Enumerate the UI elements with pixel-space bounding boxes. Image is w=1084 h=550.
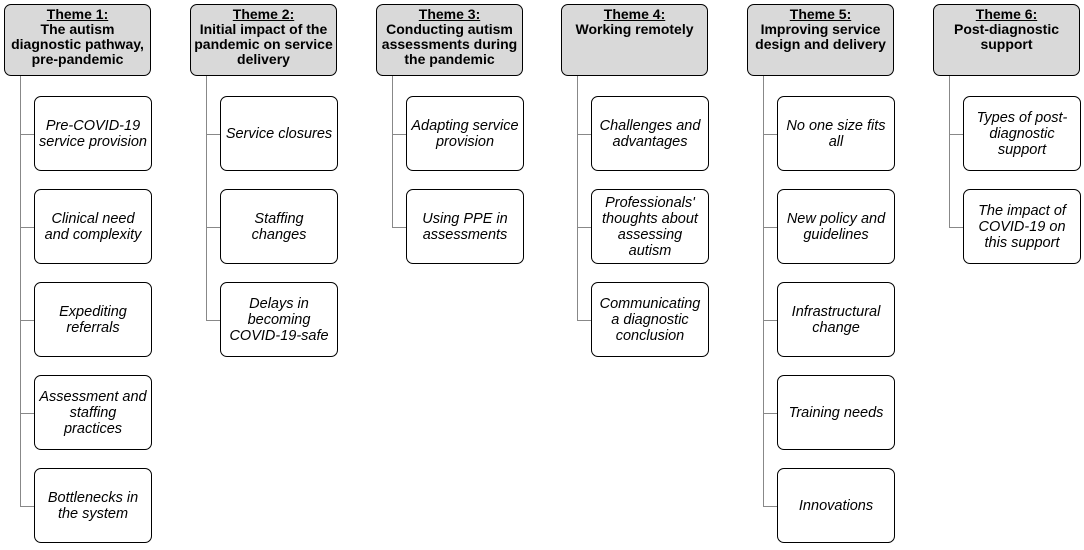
theme-3-number: Theme 3: (418, 6, 481, 22)
theme-6-number: Theme 6: (975, 6, 1038, 22)
theme-5-branch-line (763, 412, 777, 414)
theme-4-number: Theme 4: (603, 6, 666, 22)
theme-1-title: The autism diagnostic pathway, pre-pande… (11, 21, 144, 67)
theme-2-number: Theme 2: (232, 6, 295, 22)
theme-1-subtheme-box: Pre-COVID-19 service provision (34, 96, 152, 171)
theme-1-subtheme-box: Assessment and staffing practices (34, 375, 152, 450)
theme-5-subtheme-box: Innovations (777, 468, 895, 543)
theme-1-connector-line (20, 76, 21, 506)
theme-3-subtheme-label: Adapting service provision (411, 117, 519, 150)
theme-5-subtheme-label: Infrastructural change (791, 303, 881, 336)
theme-2-branch-line (206, 319, 220, 321)
theme-4-subtheme-label: Communicating a diagnostic conclusion (599, 295, 701, 344)
theme-1-subtheme-label: Expediting referrals (59, 303, 127, 336)
theme-6-subtheme-box: Types of post-diagnostic support (963, 96, 1081, 171)
theme-6-box: Theme 6:Post-diagnostic support (933, 4, 1080, 76)
theme-2-connector-line (206, 76, 207, 320)
theme-5-box: Theme 5:Improving service design and del… (747, 4, 894, 76)
theme-5-subtheme-label: Innovations (798, 497, 874, 514)
theme-1-subtheme-label: Clinical need and complexity (44, 210, 142, 243)
theme-4-subtheme-box: Challenges and advantages (591, 96, 709, 171)
theme-6-subtheme-label: The impact of COVID-19 on this support (978, 202, 1066, 251)
theme-5-branch-line (763, 505, 777, 507)
theme-3-branch-line (392, 226, 406, 228)
theme-6-title: Post-diagnostic support (953, 21, 1059, 52)
theme-5-subtheme-box: Training needs (777, 375, 895, 450)
theme-3-connector-line (392, 76, 393, 227)
theme-4-branch-line (577, 226, 591, 228)
theme-6-connector-line (949, 76, 950, 227)
theme-4-branch-line (577, 319, 591, 321)
theme-2-box: Theme 2:Initial impact of the pandemic o… (190, 4, 337, 76)
theme-2-subtheme-label: Delays in becoming COVID-19-safe (229, 295, 329, 344)
theme-5-subtheme-label: Training needs (788, 404, 884, 421)
theme-4-connector-line (577, 76, 578, 320)
theme-1-branch-line (20, 412, 34, 414)
theme-5-branch-line (763, 133, 777, 135)
theme-4-title: Working remotely (575, 21, 694, 37)
theme-2-title: Initial impact of the pandemic on servic… (194, 21, 333, 67)
theme-1-subtheme-box: Bottlenecks in the system (34, 468, 152, 543)
theme-4-box: Theme 4:Working remotely (561, 4, 708, 76)
theme-2-subtheme-box: Service closures (220, 96, 338, 171)
theme-1-branch-line (20, 226, 34, 228)
theme-5-title: Improving service design and delivery (755, 21, 886, 52)
theme-3-box: Theme 3:Conducting autism assessments du… (376, 4, 523, 76)
theme-4-subtheme-label: Challenges and advantages (599, 117, 701, 150)
theme-1-branch-line (20, 133, 34, 135)
theme-4-subtheme-label: Professionals' thoughts about assessing … (602, 194, 698, 259)
theme-6-branch-line (949, 226, 963, 228)
theme-5-subtheme-label: New policy and guidelines (786, 210, 886, 243)
theme-2-subtheme-label: Service closures (225, 125, 333, 142)
theme-1-subtheme-label: Bottlenecks in the system (47, 489, 139, 522)
theme-1-branch-line (20, 319, 34, 321)
theme-5-connector-line (763, 76, 764, 506)
theme-5-subtheme-label: No one size fits all (786, 117, 886, 150)
theme-5-subtheme-box: Infrastructural change (777, 282, 895, 357)
theme-1-number: Theme 1: (46, 6, 109, 22)
theme-3-subtheme-box: Adapting service provision (406, 96, 524, 171)
theme-4-subtheme-box: Professionals' thoughts about assessing … (591, 189, 709, 264)
theme-2-branch-line (206, 133, 220, 135)
theme-2-subtheme-box: Delays in becoming COVID-19-safe (220, 282, 338, 357)
theme-6-subtheme-label: Types of post-diagnostic support (976, 109, 1068, 158)
theme-4-branch-line (577, 133, 591, 135)
theme-1-subtheme-box: Clinical need and complexity (34, 189, 152, 264)
theme-3-branch-line (392, 133, 406, 135)
theme-5-number: Theme 5: (789, 6, 852, 22)
theme-3-subtheme-label: Using PPE in assessments (422, 210, 508, 243)
theme-1-branch-line (20, 505, 34, 507)
theme-1-subtheme-label: Assessment and staffing practices (39, 388, 147, 437)
theme-4-subtheme-box: Communicating a diagnostic conclusion (591, 282, 709, 357)
theme-5-branch-line (763, 319, 777, 321)
theme-3-subtheme-box: Using PPE in assessments (406, 189, 524, 264)
theme-2-branch-line (206, 226, 220, 228)
theme-5-subtheme-box: No one size fits all (777, 96, 895, 171)
theme-2-subtheme-label: Staffing changes (251, 210, 307, 243)
theme-1-subtheme-box: Expediting referrals (34, 282, 152, 357)
theme-1-box: Theme 1:The autism diagnostic pathway, p… (4, 4, 151, 76)
theme-2-subtheme-box: Staffing changes (220, 189, 338, 264)
theme-6-subtheme-box: The impact of COVID-19 on this support (963, 189, 1081, 264)
theme-3-title: Conducting autism assessments during the… (381, 21, 518, 67)
theme-5-branch-line (763, 226, 777, 228)
theme-6-branch-line (949, 133, 963, 135)
theme-1-subtheme-label: Pre-COVID-19 service provision (39, 117, 147, 150)
theme-5-subtheme-box: New policy and guidelines (777, 189, 895, 264)
